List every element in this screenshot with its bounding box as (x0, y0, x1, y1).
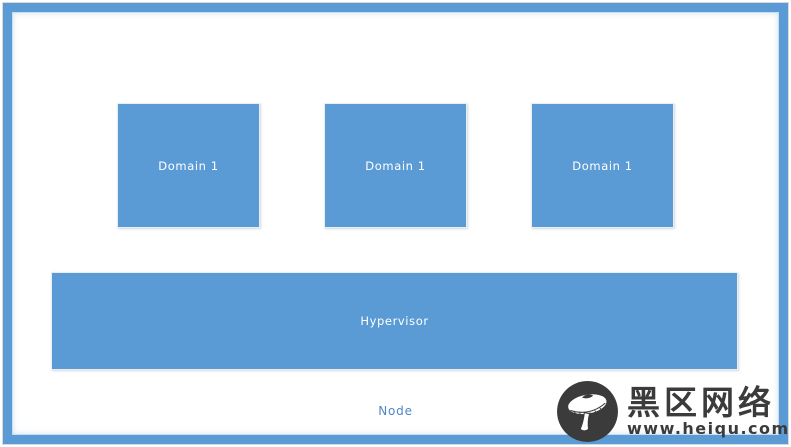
domain-box-2-label: Domain 1 (365, 158, 426, 173)
hypervisor-bar: Hypervisor (51, 272, 738, 370)
watermark-url: www.heiqu.com (627, 419, 790, 438)
watermark-text: 黑区网络 www.heiqu.com (627, 386, 790, 437)
domain-box-3-label: Domain 1 (572, 158, 633, 173)
domain-box-1-label: Domain 1 (158, 158, 219, 173)
domain-box-2: Domain 1 (324, 103, 467, 228)
domain-box-1: Domain 1 (117, 103, 260, 228)
watermark: 黑区网络 www.heiqu.com (556, 380, 790, 443)
domain-box-3: Domain 1 (531, 103, 674, 228)
outer-frame (3, 3, 788, 444)
mushroom-icon (557, 381, 618, 442)
watermark-brand: 黑区网络 (627, 383, 775, 422)
hypervisor-label: Hypervisor (360, 314, 429, 328)
node-label: Node (378, 404, 413, 418)
